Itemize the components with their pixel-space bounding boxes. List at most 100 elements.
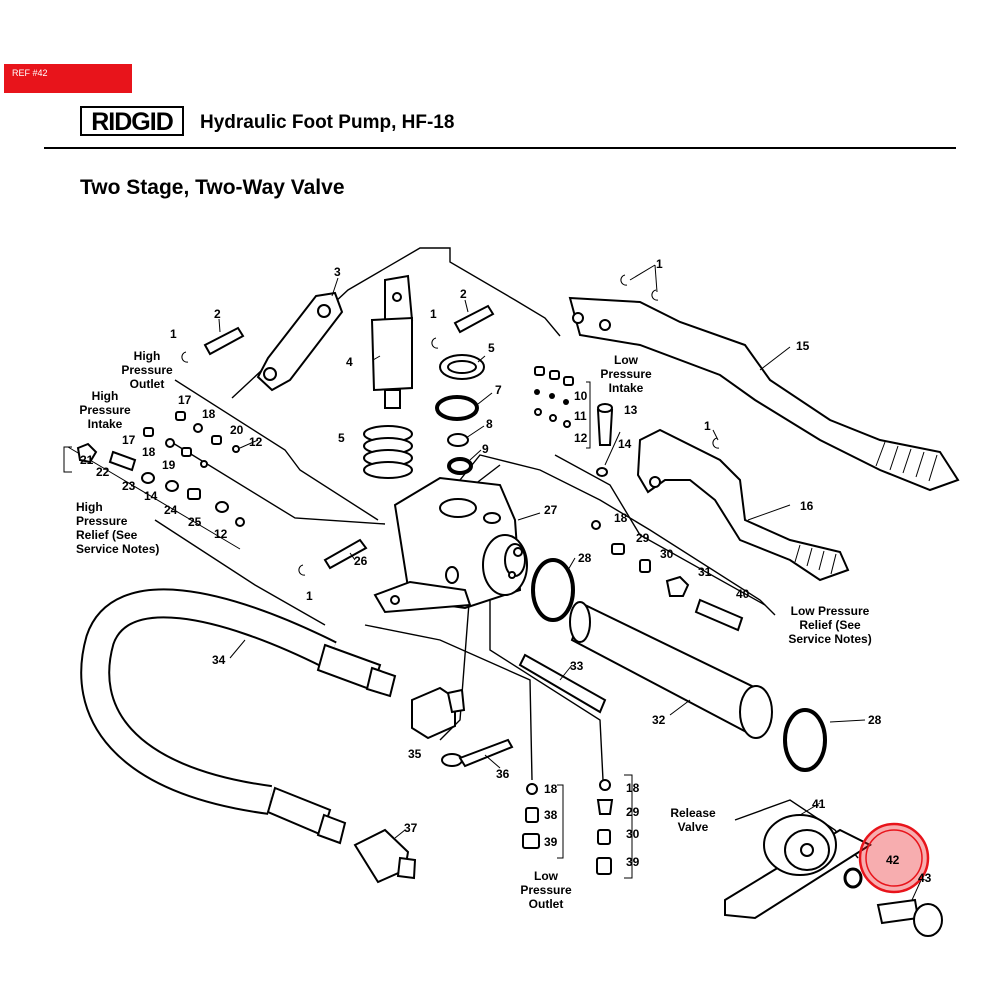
leader-lines [218,264,923,901]
callout-1: 1 [430,307,437,321]
callout-8: 8 [486,417,493,431]
callout-1: 1 [306,589,313,603]
product-title: Hydraulic Foot Pump, HF-18 [200,112,455,133]
callout-27: 27 [544,503,558,517]
callout-24: 24 [164,503,178,517]
label-high-pressure-outlet-2: Pressure [121,363,173,377]
callout-42: 42 [886,853,900,867]
callout-13: 13 [624,403,638,417]
label-low-pressure-intake-2: Pressure [600,367,652,381]
callout-29: 29 [626,805,640,819]
callout-39: 39 [626,855,640,869]
callout-29: 29 [636,531,650,545]
callout-18: 18 [626,781,640,795]
label-release-valve-2: Valve [678,820,709,834]
section-title: Two Stage, Two-Way Valve [80,176,345,199]
pump-piston [370,274,414,409]
seal-ring [435,354,863,889]
callout-23: 23 [122,479,136,493]
callout-14: 14 [144,489,158,503]
callout-41: 41 [812,797,826,811]
callout-18: 18 [142,445,156,459]
label-high-pressure-relief-4: Service Notes) [76,542,159,556]
pin [203,304,495,570]
callout-5: 5 [488,341,495,355]
callout-33: 33 [570,659,584,673]
highlight-marker [858,822,930,894]
label-low-pressure-outlet-2: Pressure [520,883,572,897]
ref-tag: REF #42 [4,64,132,93]
callout-19: 19 [162,458,176,472]
label-low-pressure-outlet-3: Outlet [529,897,564,911]
callout-4: 4 [346,355,353,369]
pump-body [373,476,528,614]
callout-5: 5 [338,431,345,445]
callout-17: 17 [178,393,192,407]
callout-38: 38 [544,808,558,822]
callout-22: 22 [96,465,110,479]
callout-1: 1 [656,257,663,271]
callout-30: 30 [660,547,674,561]
label-high-pressure-relief-3: Relief (See [76,528,138,542]
callout-12: 12 [249,435,263,449]
callout-35: 35 [408,747,422,761]
callout-15: 15 [796,339,810,353]
callout-21: 21 [80,453,94,467]
label-release-valve-1: Release [670,806,716,820]
callout-40: 40 [736,587,750,601]
hydraulic-hose [80,588,397,845]
ridgid-logo: RIDGID [80,106,184,136]
retaining-clip [441,738,514,768]
group-brackets [63,381,633,879]
callout-7: 7 [495,383,502,397]
label-low-pressure-outlet-1: Low [534,869,559,883]
callout-37: 37 [404,821,418,835]
callout-10: 10 [574,389,588,403]
callout-30: 30 [626,827,640,841]
callout-43: 43 [918,871,932,885]
callout-18: 18 [614,511,628,525]
dust-cap [411,686,466,740]
callout-31: 31 [698,565,712,579]
callout-17: 17 [122,433,136,447]
label-high-pressure-relief-1: High [76,500,103,514]
pedal-bracket [636,428,850,582]
label-low-pressure-intake-1: Low [614,353,639,367]
callout-18: 18 [202,407,216,421]
label-high-pressure-intake-3: Intake [88,417,123,431]
ridgid-logo-text: RIDGID [91,108,173,136]
callout-2: 2 [460,287,467,301]
outlet-valve-parts [522,779,614,875]
callout-18: 18 [544,782,558,796]
callout-34: 34 [212,653,226,667]
label-low-pressure-intake-3: Intake [609,381,644,395]
guide-lines [154,247,859,859]
callout-9: 9 [482,442,489,456]
release-rod [518,653,607,714]
callout-numbers: 3 2 1 4 1 2 5 7 8 5 9 1 15 10 11 12 13 1… [80,257,932,885]
callout-12: 12 [574,431,588,445]
callout-2: 2 [214,307,221,321]
knob [876,898,943,937]
callout-11: 11 [574,409,587,423]
callout-32: 32 [652,713,666,727]
callout-26: 26 [354,554,368,568]
label-high-pressure-outlet-3: Outlet [130,377,165,391]
label-low-pressure-relief-1: Low Pressure [791,604,870,618]
callout-1: 1 [704,419,711,433]
callout-28: 28 [868,713,882,727]
callout-20: 20 [230,423,244,437]
title-divider [44,147,956,149]
label-high-pressure-intake-2: Pressure [79,403,131,417]
callout-1: 1 [170,327,177,341]
link-plate [256,291,344,392]
callout-16: 16 [800,499,814,513]
